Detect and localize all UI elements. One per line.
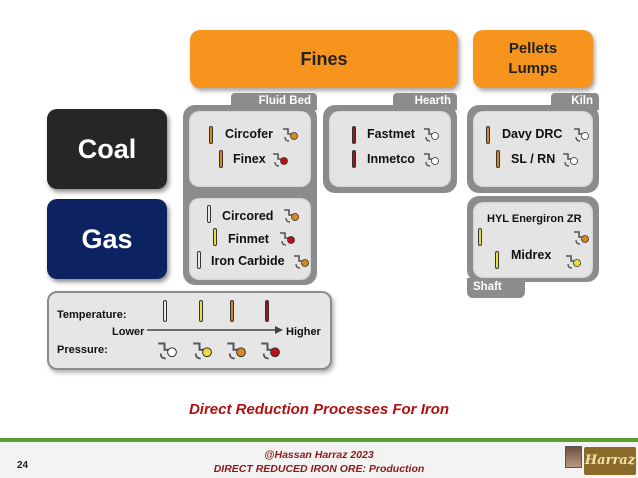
- process-sl-rn: SL / RN: [511, 152, 556, 166]
- legend-thermometer-yellow-icon: [199, 300, 203, 322]
- shaft-gas-cell: [473, 202, 593, 278]
- process-davy-drc: Davy DRC: [502, 127, 563, 141]
- legend-temperature-label: Temperature:: [57, 309, 127, 321]
- valve-orange-icon: [573, 231, 589, 245]
- legend-thermometer-white-icon: [163, 300, 167, 322]
- footer-line2: DIRECT REDUCED IRON ORE: Production: [213, 463, 425, 475]
- kiln-coal-cell: [473, 111, 593, 187]
- process-finex: Finex: [233, 152, 266, 166]
- caption: Direct Reduction Processes For Iron: [188, 401, 450, 418]
- thermometer-orange-icon: [209, 126, 213, 144]
- harraz-logo: Harraz: [584, 447, 636, 475]
- legend-thermometer-red-icon: [265, 300, 269, 322]
- valve-orange-icon: [282, 128, 298, 142]
- footer-band: [0, 442, 638, 478]
- fluid-bed-label: Fluid Bed: [258, 95, 311, 107]
- fines-box: Fines: [190, 30, 458, 88]
- footer-line1: @Hassan Harraz 2023: [264, 449, 374, 461]
- valve-white-icon: [423, 128, 439, 142]
- valve-orange-icon: [293, 255, 309, 269]
- legend-higher-label: Higher: [286, 326, 321, 338]
- valve-white-icon: [573, 128, 589, 142]
- pellets-label: Pellets: [508, 40, 558, 57]
- kiln-group: Kiln: [467, 93, 599, 193]
- thermometer-yellow-icon: [478, 228, 482, 246]
- legend-valve-orange-icon: [226, 342, 246, 360]
- author-photo: [565, 446, 582, 468]
- process-finmet: Finmet: [228, 232, 269, 246]
- thermometer-yellow-icon: [495, 251, 499, 269]
- legend-valve-red-icon: [260, 342, 280, 360]
- fines-label: Fines: [300, 48, 348, 69]
- gas-label: Gas: [81, 223, 133, 254]
- legend-valve-yellow-icon: [192, 342, 212, 360]
- page-number: 24: [17, 460, 29, 471]
- process-fastmet: Fastmet: [367, 127, 415, 141]
- shaft-group: Shaft: [467, 196, 599, 300]
- legend-thermometer-orange-icon: [230, 300, 234, 322]
- valve-red-icon: [272, 153, 288, 167]
- thermometer-orange-icon: [219, 150, 223, 168]
- shaft-tab: Shaft: [467, 278, 525, 298]
- thermometer-red-icon: [352, 126, 356, 144]
- process-inmetco: Inmetco: [367, 152, 415, 166]
- hearth-coal-cell: [329, 111, 451, 187]
- legend-lower-label: Lower: [112, 326, 145, 338]
- pellets-lumps-box: Pellets Lumps: [473, 30, 593, 88]
- valve-red-icon: [279, 232, 295, 246]
- kiln-label: Kiln: [571, 95, 593, 107]
- process-circored: Circored: [222, 209, 274, 223]
- process-midrex: Midrex: [511, 248, 552, 262]
- valve-orange-icon: [283, 209, 299, 223]
- thermometer-red-icon: [352, 150, 356, 168]
- hearth-group: Hearth: [323, 93, 457, 193]
- valve-white-icon: [423, 153, 439, 167]
- coal-label: Coal: [77, 133, 137, 164]
- thermometer-white-icon: [197, 251, 201, 269]
- legend-valve-white-icon: [157, 342, 177, 360]
- lumps-label: Lumps: [508, 60, 558, 77]
- thermometer-orange-icon: [486, 126, 490, 144]
- process-hyl-energiron-zr: HYL Energiron ZR: [487, 213, 582, 225]
- thermometer-orange-icon: [496, 150, 500, 168]
- logo-text: Harraz: [584, 453, 636, 468]
- fluid-bed-coal-cell: [189, 111, 311, 187]
- coal-box: Coal: [47, 109, 167, 189]
- valve-white-icon: [562, 153, 578, 167]
- thermometer-yellow-icon: [213, 228, 217, 246]
- process-circofer: Circofer: [225, 127, 273, 141]
- shaft-label: Shaft: [473, 281, 502, 293]
- legend-pressure-label: Pressure:: [57, 344, 108, 356]
- hearth-label: Hearth: [414, 95, 451, 107]
- gas-box: Gas: [47, 199, 167, 279]
- valve-yellow-icon: [565, 255, 581, 269]
- footer-bar: [0, 438, 638, 442]
- legend-arrow: [147, 326, 283, 334]
- thermometer-white-icon: [207, 205, 211, 223]
- process-iron-carbide: Iron Carbide: [211, 254, 285, 268]
